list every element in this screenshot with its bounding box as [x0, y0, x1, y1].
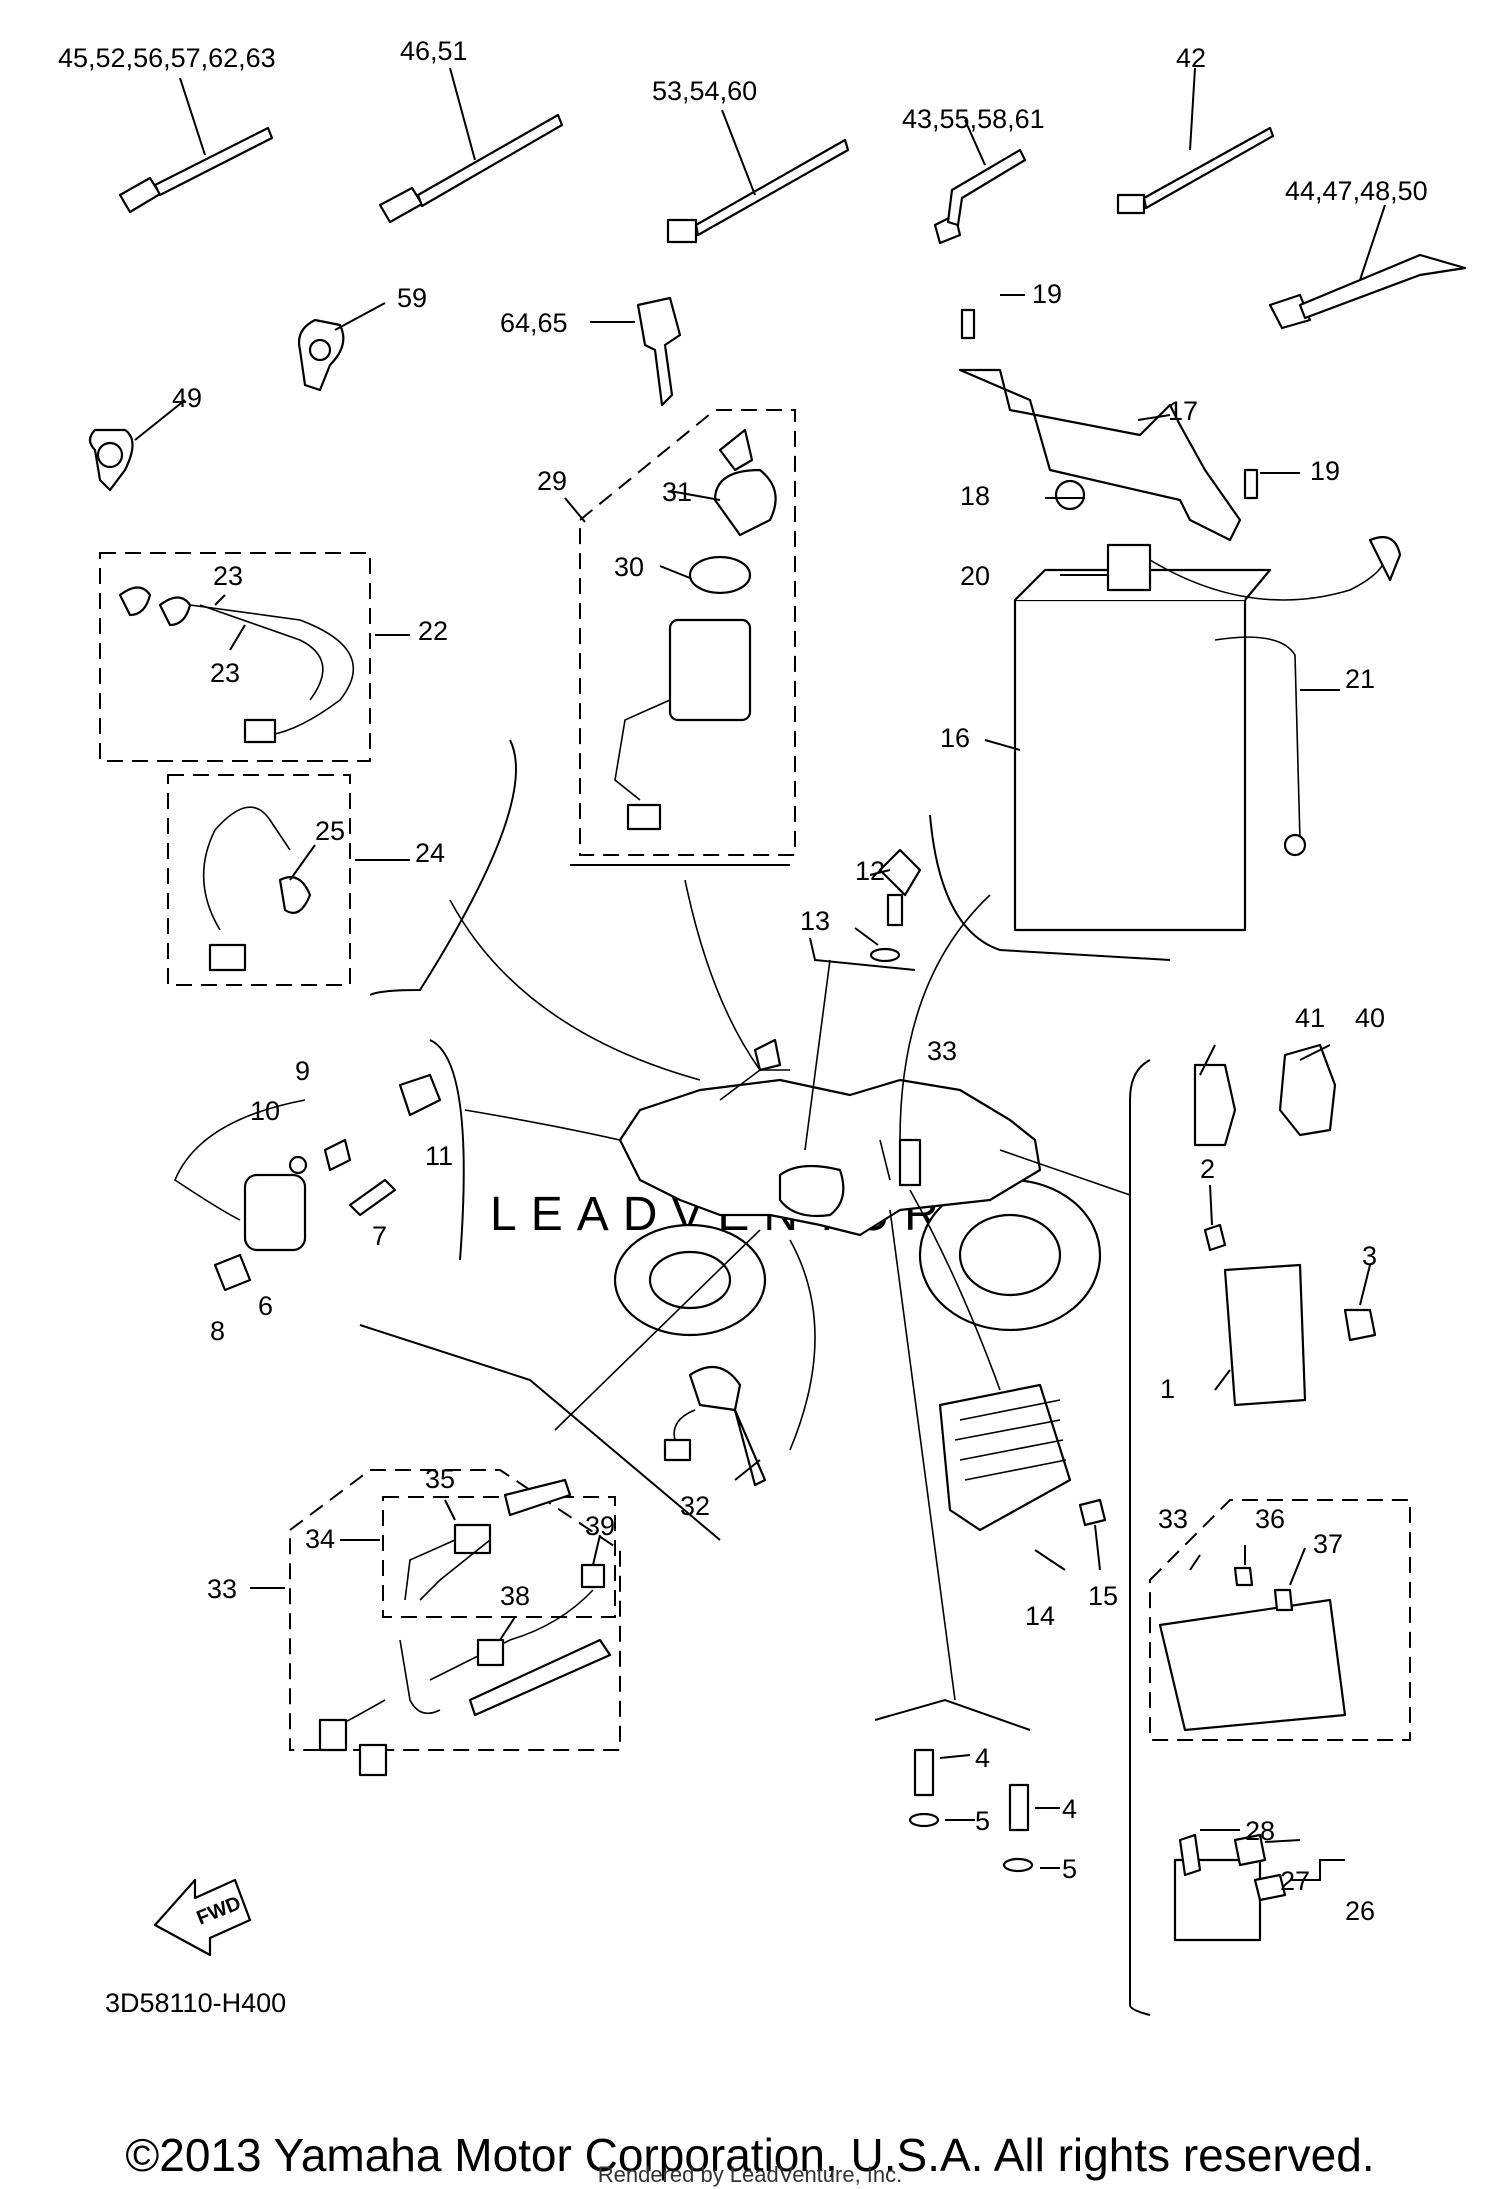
leader-main-switch	[684, 879, 761, 1071]
callout-28: 28	[1245, 1816, 1275, 1846]
callout-44-47-48-50: 44,47,48,50	[1285, 176, 1428, 206]
callout-29: 29	[537, 466, 567, 496]
callout-59: 59	[397, 283, 427, 313]
callout-26: 26	[1345, 1896, 1375, 1926]
callout-4-upper: 4	[975, 1743, 990, 1773]
cable-tie-53-group	[666, 109, 850, 244]
callout-36: 36	[1255, 1504, 1285, 1534]
wire-harness-group-33	[250, 1229, 761, 1777]
callout-25: 25	[315, 816, 345, 846]
fwd-arrow: FWD	[153, 1878, 252, 1957]
callout-46-51: 46,51	[400, 36, 468, 66]
callout-64-65: 64,65	[500, 308, 568, 338]
callout-43-55-58-61: 43,55,58,61	[902, 104, 1045, 134]
callout-18: 18	[960, 481, 990, 511]
leader-22-to-bike	[449, 899, 701, 1081]
callout-39: 39	[585, 1511, 615, 1541]
callout-23-top: 23	[213, 561, 243, 591]
callout-41: 41	[1295, 1003, 1325, 1033]
callout-5-lower: 5	[1062, 1854, 1077, 1884]
diagram-code: 3D58110-H400	[105, 1988, 286, 2018]
callout-37: 37	[1313, 1529, 1343, 1559]
callout-34: 34	[305, 1524, 335, 1554]
callout-16: 16	[940, 723, 970, 753]
relay-fuse-group	[1129, 1043, 1411, 2016]
cable-tie-45-group	[118, 77, 274, 214]
callout-33-right: 33	[1158, 1504, 1188, 1534]
battery-group	[929, 294, 1402, 961]
callout-8: 8	[210, 1316, 225, 1346]
cable-tie-42-group	[1116, 67, 1275, 215]
callout-labels: 45,52,56,57,62,63 46,51 53,54,60 43,55,5…	[58, 36, 1428, 1926]
callout-17: 17	[1168, 396, 1198, 426]
callout-33-bike: 33	[927, 1036, 957, 1066]
callout-3: 3	[1362, 1241, 1377, 1271]
callout-12: 12	[855, 856, 885, 886]
bolt-washer-4-5	[874, 1698, 1060, 1873]
callout-9: 9	[295, 1056, 310, 1086]
callout-35: 35	[425, 1464, 455, 1494]
cable-tie-44-group	[1268, 204, 1467, 330]
leader-fuse	[889, 1209, 956, 1701]
leader-neutral	[789, 1239, 816, 1451]
callout-4-lower: 4	[1062, 1794, 1077, 1824]
sensor-group-24	[167, 774, 410, 986]
main-switch-group	[564, 409, 796, 866]
leader-rectifier	[909, 1189, 1001, 1391]
neutral-switch-32	[663, 1365, 767, 1487]
callout-21: 21	[1345, 664, 1375, 694]
clamp-59	[297, 302, 386, 392]
leader-sender	[804, 959, 831, 1151]
callout-32: 32	[680, 1491, 710, 1521]
cable-tie-43-group	[933, 119, 1027, 245]
sub-lead-group-22	[99, 552, 410, 762]
clamp-49	[88, 399, 186, 492]
callout-20: 20	[960, 561, 990, 591]
callout-23-bottom: 23	[210, 658, 240, 688]
copyright-notice: ©2013 Yamaha Motor Corporation, U.S.A. A…	[125, 2129, 1375, 2181]
callout-19-top: 19	[1032, 279, 1062, 309]
atv-body	[613, 1038, 1102, 1337]
key-64-65	[590, 296, 682, 407]
rendered-by-notice: Rendered by LeadVenture, Inc.	[597, 2162, 903, 2187]
callout-33-lower-left: 33	[207, 1574, 237, 1604]
callout-7: 7	[372, 1221, 387, 1251]
callout-1: 1	[1160, 1374, 1175, 1404]
callout-38: 38	[500, 1581, 530, 1611]
callout-14: 14	[1025, 1601, 1055, 1631]
callout-42: 42	[1176, 43, 1206, 73]
callout-10: 10	[250, 1096, 280, 1126]
callout-15: 15	[1088, 1581, 1118, 1611]
callout-22: 22	[418, 616, 448, 646]
rectifier-regulator-14	[938, 1383, 1107, 1571]
cable-tie-46-group	[378, 67, 564, 224]
callout-40: 40	[1355, 1003, 1385, 1033]
callout-49: 49	[172, 383, 202, 413]
callout-27: 27	[1280, 1866, 1310, 1896]
leader-battery	[899, 894, 991, 1141]
callout-2: 2	[1200, 1154, 1215, 1184]
callout-11: 11	[425, 1141, 453, 1171]
callout-24: 24	[415, 838, 445, 868]
sender-12-13	[809, 848, 922, 971]
callout-53-54-60: 53,54,60	[652, 76, 757, 106]
callout-19-right: 19	[1310, 456, 1340, 486]
callout-30: 30	[614, 552, 644, 582]
callout-13: 13	[800, 906, 830, 936]
leader-22-24	[369, 739, 517, 996]
leader-cdi	[999, 1149, 1131, 1196]
callout-6: 6	[258, 1291, 273, 1321]
callout-31: 31	[662, 477, 692, 507]
callout-5-upper: 5	[975, 1806, 990, 1836]
callout-45-52-56-57-62-63: 45,52,56,57,62,63	[58, 43, 276, 73]
